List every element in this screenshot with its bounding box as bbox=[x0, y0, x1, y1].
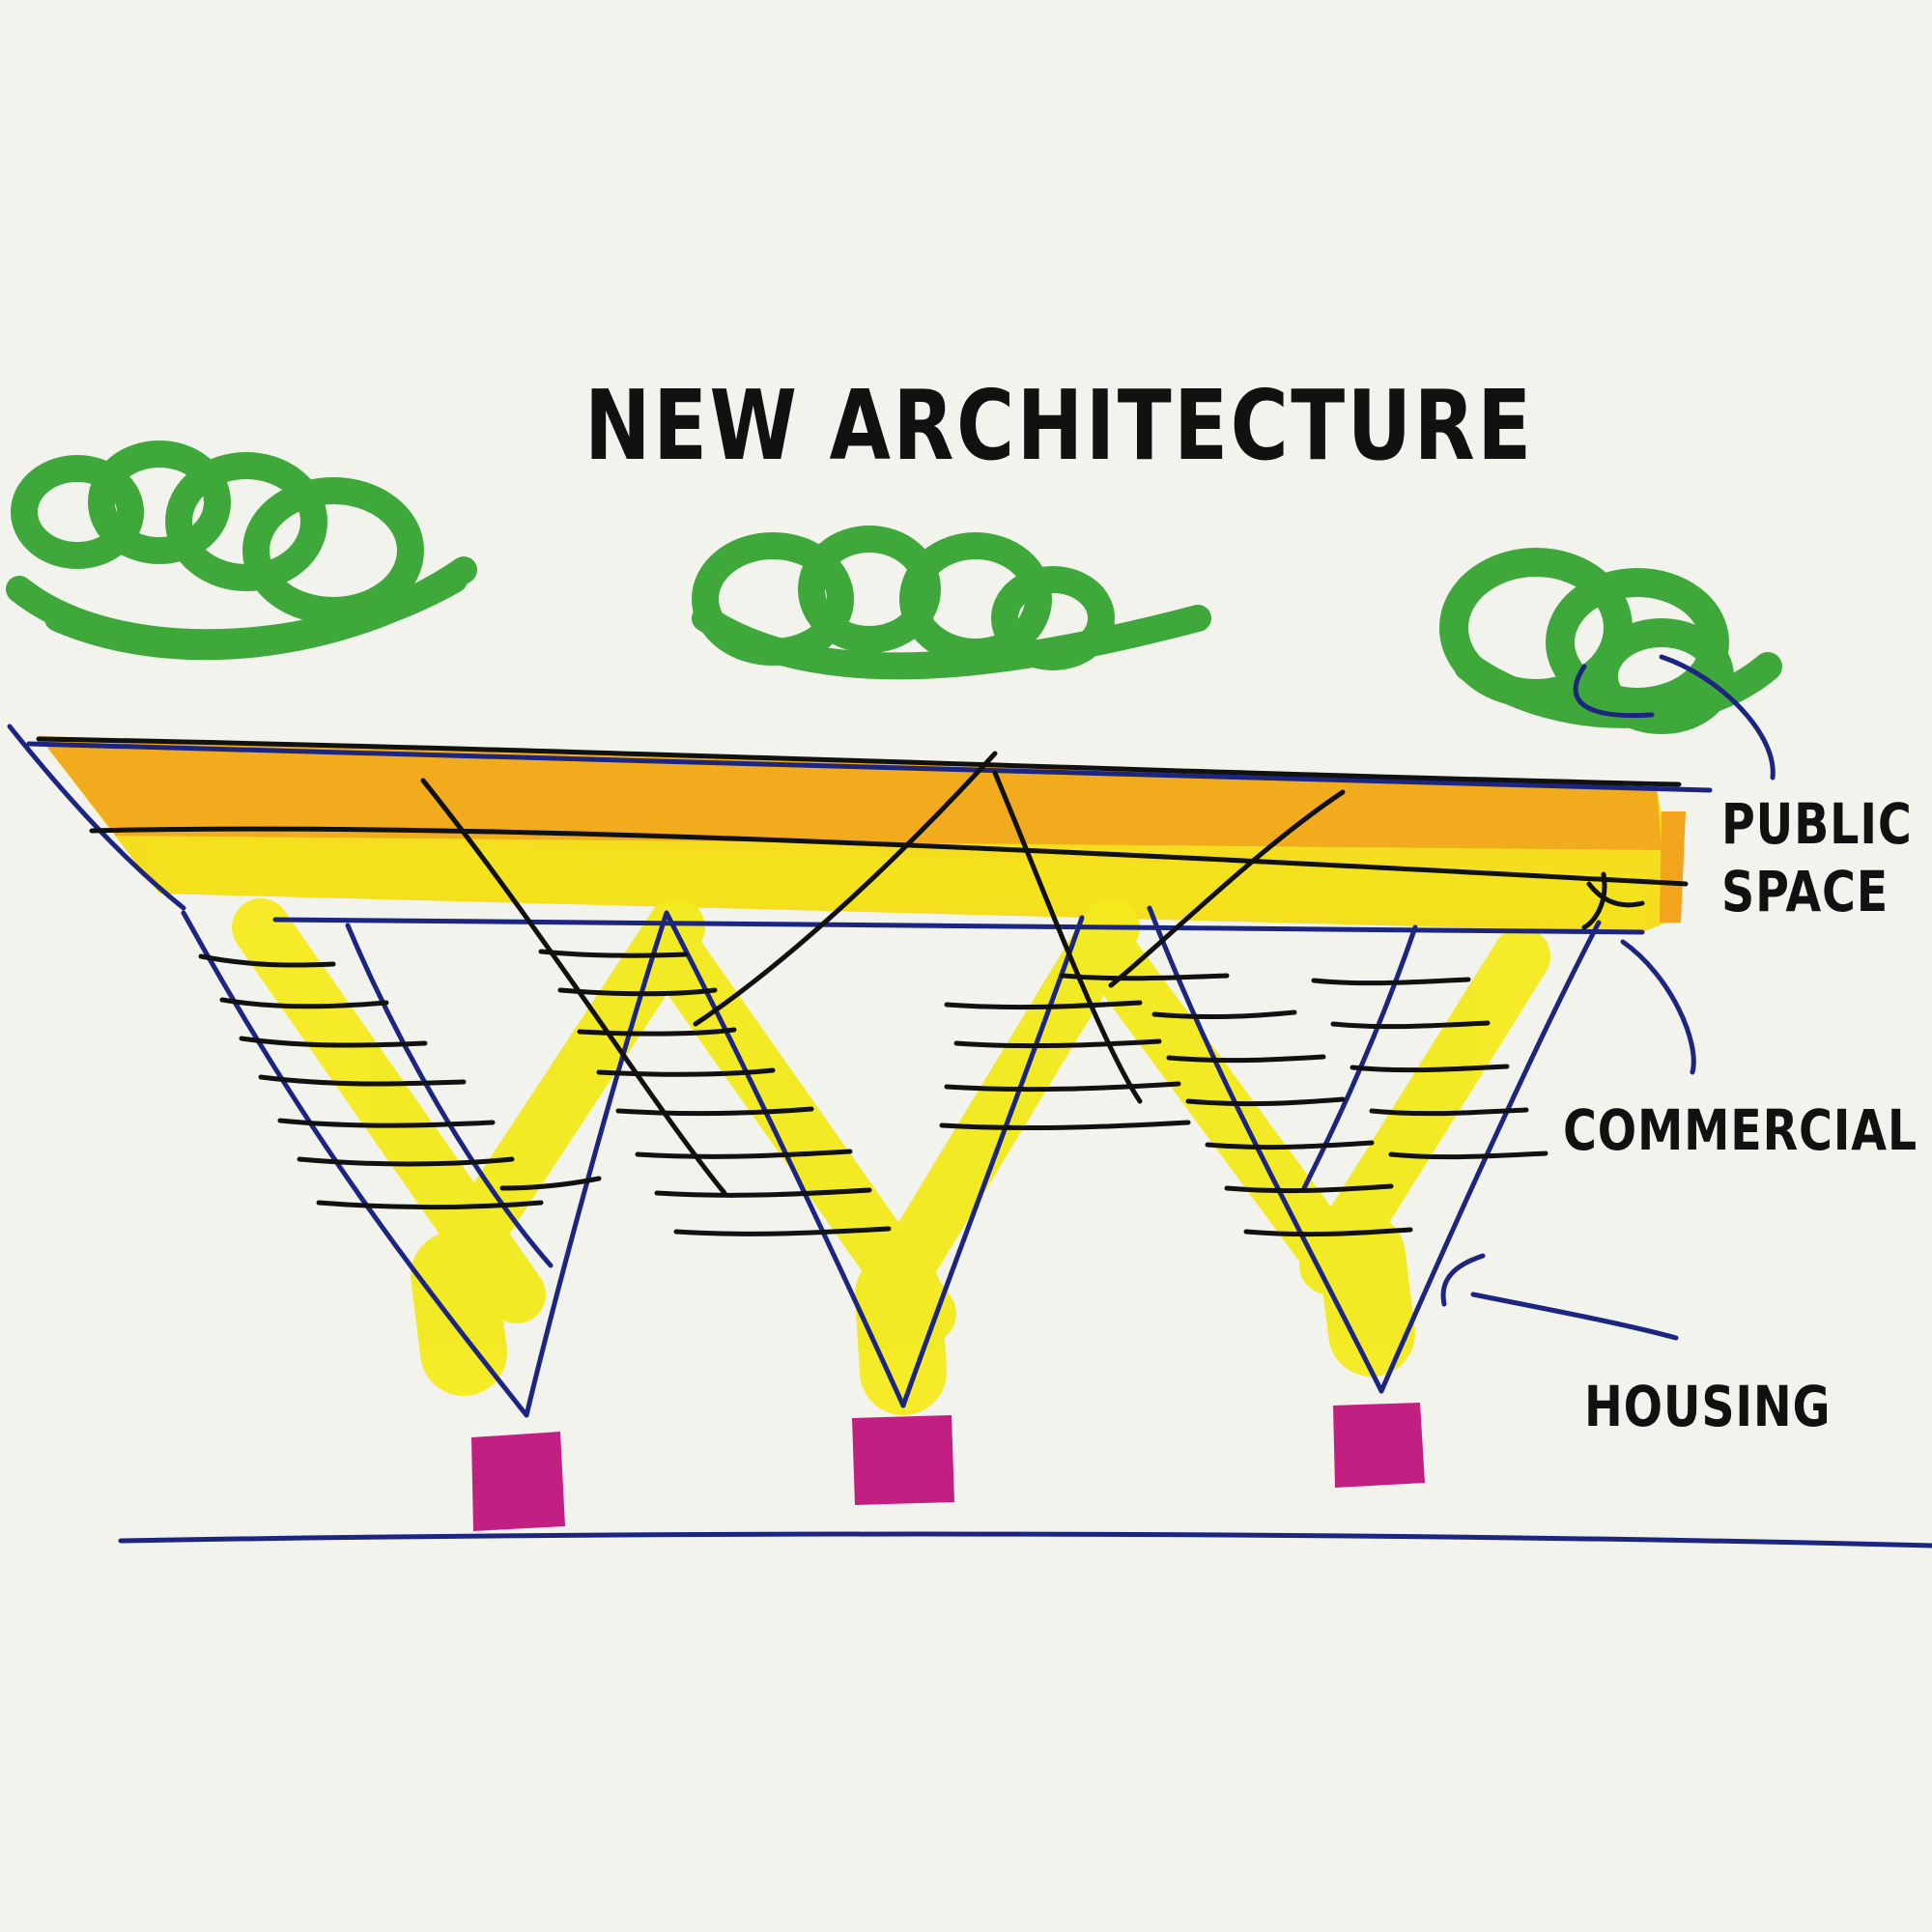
public-space-band bbox=[39, 736, 1686, 932]
cross-detail bbox=[1586, 881, 1645, 908]
diagonal-b bbox=[693, 751, 998, 1027]
leader-public-space-curl bbox=[1573, 664, 1655, 719]
diagonal-c bbox=[1108, 789, 1346, 988]
inner-v-left bbox=[345, 923, 554, 1268]
public-band-bottom-line bbox=[36, 736, 1682, 787]
label-commercial: COMMERCIAL bbox=[1563, 1097, 1918, 1163]
label-housing: HOUSING bbox=[1584, 1374, 1832, 1439]
base-block-right bbox=[1333, 1403, 1425, 1488]
diagram-title: NEW ARCHITECTURE bbox=[584, 369, 1534, 482]
public-band-outline bbox=[7, 724, 186, 911]
tree-cluster-center bbox=[692, 526, 1211, 680]
diagonal-a bbox=[420, 778, 727, 1196]
floor-hatching bbox=[198, 949, 1548, 1237]
zigzag-v1 bbox=[524, 910, 669, 1418]
zigzag-v5 bbox=[1378, 920, 1602, 1394]
label-public-space-line1: PUBLIC bbox=[1721, 791, 1913, 857]
label-public-space-line2: SPACE bbox=[1721, 859, 1889, 924]
base-block-center bbox=[852, 1415, 954, 1505]
leader-housing bbox=[1470, 1292, 1679, 1341]
tree-cluster-right bbox=[1439, 548, 1782, 734]
cross-detail-2 bbox=[1581, 871, 1607, 930]
housing-zigzag-fill bbox=[232, 898, 1550, 1415]
zigzag-v3 bbox=[900, 915, 1085, 1408]
leader-housing-hook bbox=[1440, 1253, 1486, 1307]
diagonal-d bbox=[992, 770, 1143, 1104]
public-band-top-line bbox=[26, 741, 1713, 793]
tree-cluster-left bbox=[6, 440, 477, 661]
ground-line bbox=[118, 1531, 1932, 1548]
base-blocks bbox=[471, 1403, 1425, 1531]
base-block-left bbox=[471, 1432, 565, 1531]
leader-public-space bbox=[1659, 654, 1776, 781]
leader-commercial bbox=[1620, 939, 1696, 1075]
tree-scribbles bbox=[6, 440, 1782, 734]
public-band-mid-line bbox=[89, 826, 1689, 887]
zigzag-v2 bbox=[664, 910, 906, 1408]
label-public-space: PUBLIC SPACE bbox=[1721, 790, 1913, 925]
ink-lines bbox=[36, 736, 1689, 1196]
inner-v-mid bbox=[1301, 924, 1418, 1191]
